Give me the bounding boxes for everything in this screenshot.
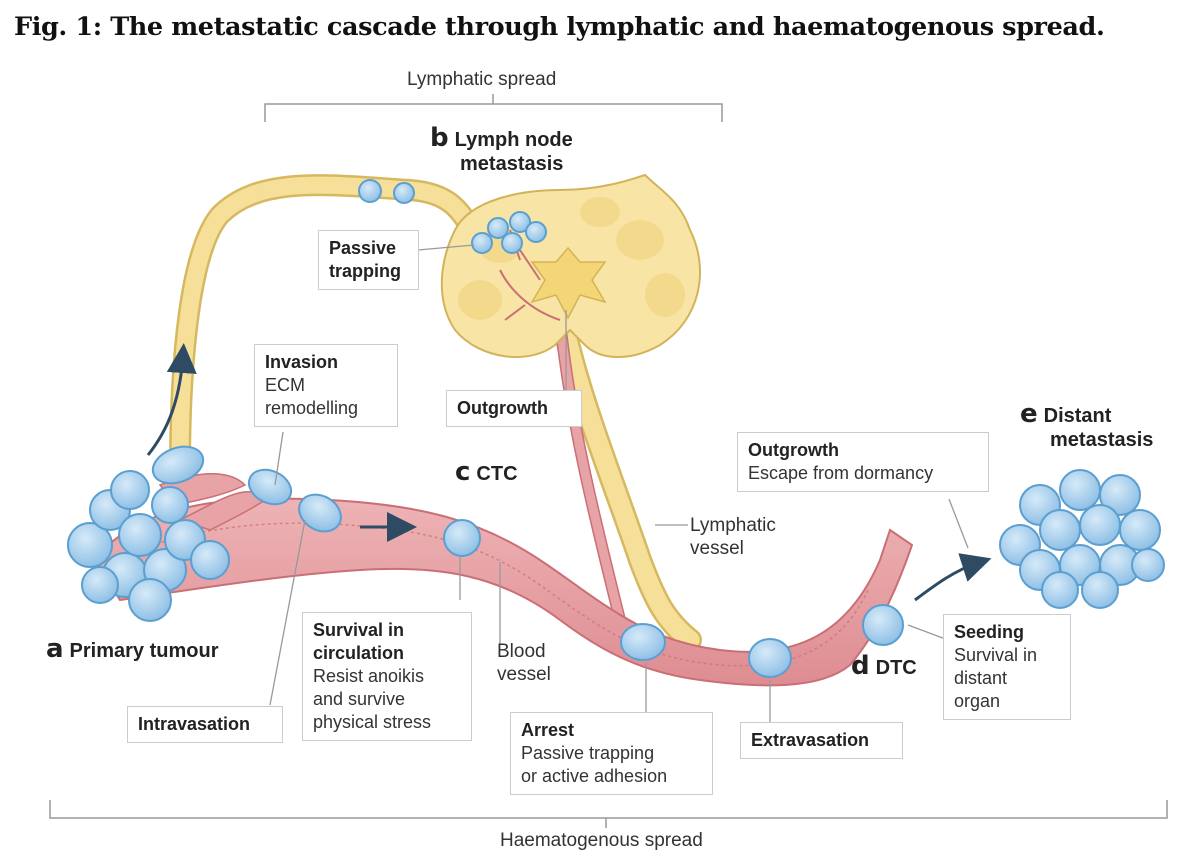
lymphatic-vessel-line2: vessel bbox=[690, 538, 744, 559]
blood-vessel-line2: vessel bbox=[497, 664, 551, 685]
intravasation-title: Intravasation bbox=[138, 714, 251, 734]
survival-line1: Resist anoikis bbox=[313, 666, 425, 686]
dtc-cell bbox=[862, 604, 904, 646]
arrest-cell bbox=[620, 623, 666, 661]
passive-trapping-line1: Passive bbox=[329, 238, 397, 258]
extravasation-title: Extravasation bbox=[751, 730, 870, 750]
lymphatic-vessel-label: Lymphatic vessel bbox=[690, 514, 776, 560]
extravasation-cell bbox=[748, 638, 792, 678]
survival-line3: physical stress bbox=[313, 712, 432, 732]
seeding-box: Seeding Survival in distant organ bbox=[943, 614, 1071, 720]
seeding-line3: organ bbox=[954, 691, 1001, 711]
stage-e-line1: Distant bbox=[1043, 405, 1112, 427]
intravasation-box: Intravasation bbox=[127, 706, 283, 743]
seeding-title: Seeding bbox=[954, 622, 1025, 642]
stage-e-letter: e bbox=[1020, 399, 1038, 429]
blood-vessel-label: Blood vessel bbox=[497, 640, 551, 686]
primary-tumour-cells bbox=[67, 445, 230, 622]
blood-vessel-line1: Blood bbox=[497, 641, 546, 662]
stage-c-letter: c bbox=[455, 457, 471, 487]
lymphatic-bracket bbox=[264, 94, 723, 122]
stage-d-letter: d bbox=[851, 651, 870, 681]
ctc-cell bbox=[443, 519, 481, 557]
haematogenous-bracket bbox=[49, 800, 1168, 828]
outgrowth-distant-title: Outgrowth bbox=[748, 440, 839, 460]
outgrowth-distant-subtitle: Escape from dormancy bbox=[748, 463, 934, 483]
blood-vessel bbox=[93, 497, 914, 687]
lymphatic-vessel-upper bbox=[169, 174, 486, 481]
survival-box: Survival in circulation Resist anoikis a… bbox=[302, 612, 472, 741]
colonisation-arrow bbox=[914, 553, 992, 602]
stage-a-text: Primary tumour bbox=[69, 640, 219, 662]
passive-trapping-box: Passive trapping bbox=[318, 230, 419, 290]
lymphatic-vessel-line1: Lymphatic bbox=[690, 515, 776, 536]
outgrowth-lymph-node-box: Outgrowth bbox=[446, 390, 582, 427]
arrest-line1: Passive trapping bbox=[521, 743, 655, 763]
survival-title1: Survival in bbox=[313, 620, 405, 640]
invasion-title: Invasion bbox=[265, 352, 339, 372]
passive-trapping-line2: trapping bbox=[329, 261, 401, 281]
arrest-line2: or active adhesion bbox=[521, 766, 668, 786]
lymphatic-cells bbox=[358, 179, 547, 254]
survival-title2: circulation bbox=[313, 643, 405, 663]
stage-b-line2: metastasis bbox=[460, 153, 564, 175]
stage-b-letter: b bbox=[430, 123, 449, 153]
distant-metastasis-cells bbox=[999, 469, 1165, 609]
seeding-line2: distant bbox=[954, 668, 1008, 688]
arrest-title: Arrest bbox=[521, 720, 575, 740]
stage-c-text: CTC bbox=[476, 463, 518, 485]
lymph-node bbox=[440, 173, 701, 358]
invasion-box: Invasion ECM remodelling bbox=[254, 344, 398, 427]
seeding-line1: Survival in bbox=[954, 645, 1038, 665]
outgrowth-distant-box: Outgrowth Escape from dormancy bbox=[737, 432, 989, 492]
stage-d-text: DTC bbox=[875, 657, 917, 679]
invading-cells bbox=[247, 468, 342, 533]
haematogenous-spread-label: Haematogenous spread bbox=[500, 830, 703, 851]
upward-arrow bbox=[146, 343, 197, 456]
extravasation-box: Extravasation bbox=[740, 722, 903, 759]
outgrowth-lymph-node-title: Outgrowth bbox=[457, 398, 548, 418]
survival-line2: and survive bbox=[313, 689, 406, 709]
stage-e-line2: metastasis bbox=[1050, 429, 1154, 451]
invasion-line2: remodelling bbox=[265, 398, 359, 418]
stage-a-letter: a bbox=[46, 634, 64, 664]
stage-b-line1: Lymph node bbox=[454, 129, 573, 151]
figure-title: Fig. 1: The metastatic cascade through l… bbox=[14, 12, 1105, 42]
arrest-box: Arrest Passive trapping or active adhesi… bbox=[510, 712, 713, 795]
lymphatic-spread-label: Lymphatic spread bbox=[407, 69, 557, 90]
invasion-line1: ECM bbox=[265, 375, 305, 395]
